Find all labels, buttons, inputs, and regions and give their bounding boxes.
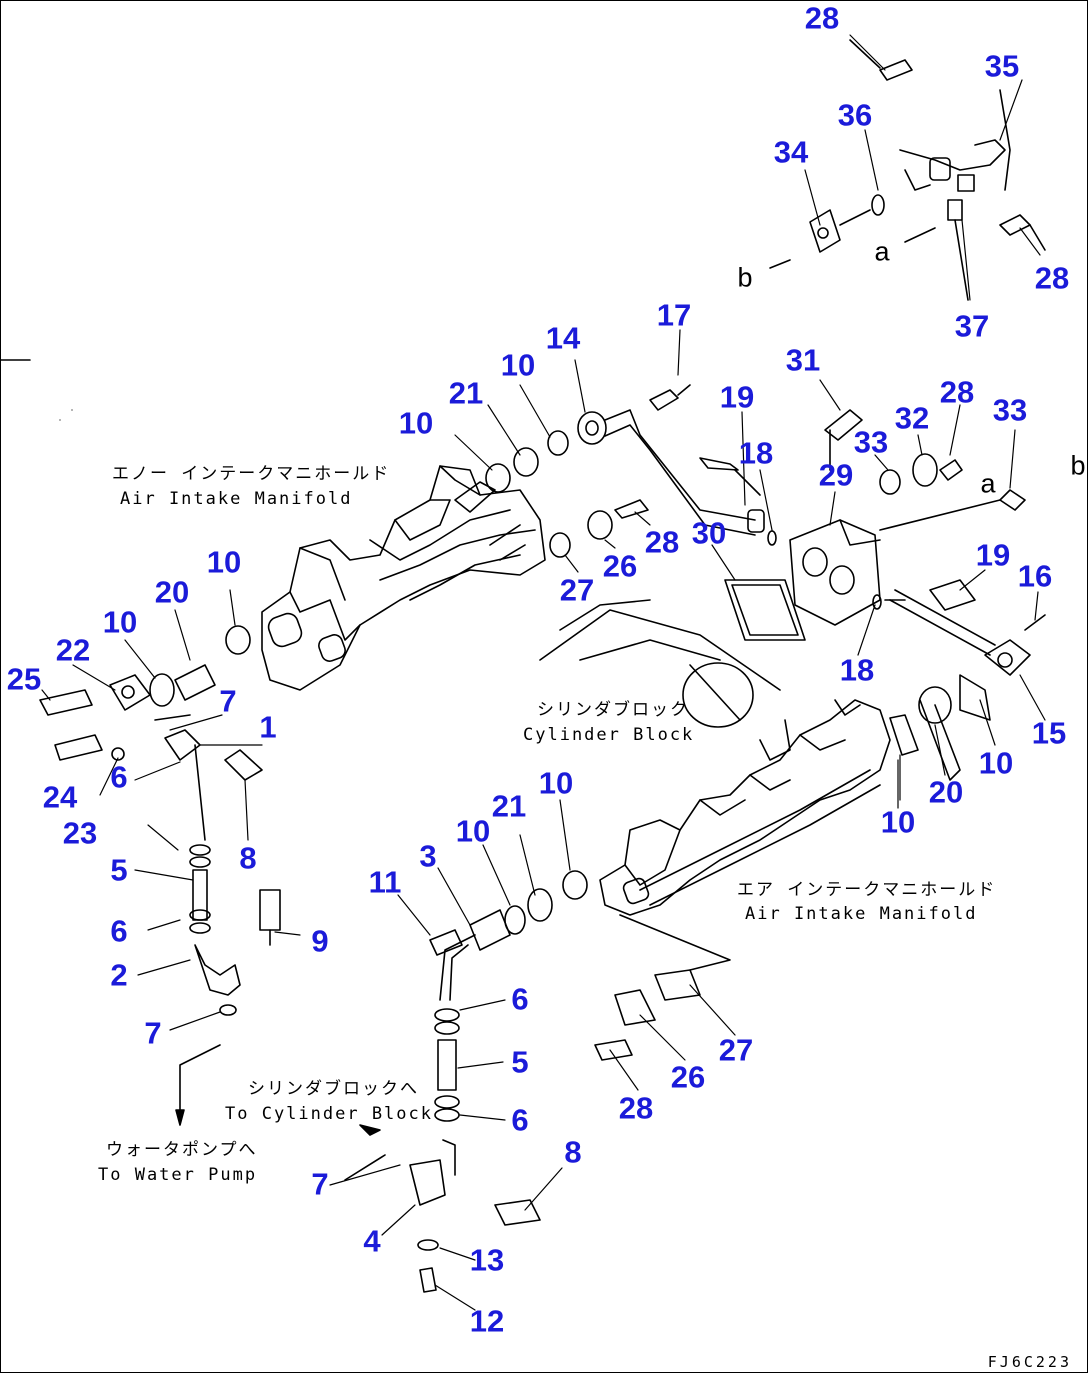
part-number-6: 6 (511, 1102, 529, 1138)
part-number-28: 28 (618, 1090, 654, 1126)
part-number-7: 7 (144, 1015, 162, 1051)
part-number-17: 17 (656, 297, 692, 333)
part-number-25: 25 (6, 661, 42, 697)
part-number-33: 33 (853, 424, 889, 460)
part-number-19: 19 (719, 379, 755, 415)
label-to-cylinder-block-jp: シリンダブロックへ (248, 1079, 419, 1099)
part-number-27: 27 (718, 1032, 754, 1068)
part-number-24: 24 (42, 779, 78, 815)
lower-water-line (344, 870, 731, 1293)
right-air-intake-manifold (599, 699, 891, 916)
part-number-36: 36 (837, 97, 873, 133)
part-number-8: 8 (564, 1134, 582, 1170)
part-number-10: 10 (500, 347, 536, 383)
part-number-32: 32 (894, 400, 930, 436)
label-to-water-pump-jp: ウォータポンプへ (106, 1140, 258, 1160)
part-number-19: 19 (975, 537, 1011, 573)
part-number-10: 10 (206, 544, 242, 580)
part-number-21: 21 (448, 375, 484, 411)
part-number-28: 28 (1034, 260, 1070, 296)
label-left-manifold-en: Air Intake Manifold (120, 489, 353, 509)
part-number-1: 1 (259, 709, 277, 745)
part-number-27: 27 (559, 572, 595, 608)
part-number-11: 11 (368, 864, 402, 900)
flange-block (724, 409, 1026, 641)
left-air-intake-manifold (261, 465, 546, 691)
part-number-23: 23 (62, 815, 98, 851)
label-cylinder-block-en: Cylinder Block (523, 725, 695, 745)
label-cylinder-block-jp: シリンダブロック (537, 700, 689, 720)
part-number-20: 20 (154, 574, 190, 610)
label-right-manifold-en: Air Intake Manifold (745, 904, 978, 924)
part-number-14: 14 (545, 320, 581, 356)
part-number-10: 10 (102, 604, 138, 640)
part-number-10: 10 (880, 804, 916, 840)
part-number-12: 12 (469, 1303, 505, 1339)
part-number-10: 10 (398, 405, 434, 441)
label-right-manifold-jp: エア インテークマニホールド (737, 880, 997, 900)
part-number-6: 6 (110, 913, 128, 949)
part-number-3: 3 (419, 838, 437, 874)
part-number-26: 26 (602, 548, 638, 584)
part-number-18: 18 (839, 652, 875, 688)
part-number-28: 28 (644, 524, 680, 560)
part-number-13: 13 (469, 1242, 505, 1278)
connector-b-right: b (1070, 450, 1086, 481)
part-number-30: 30 (691, 515, 727, 551)
label-left-manifold-jp: エノー インテークマニホールド (112, 464, 391, 484)
part-number-10: 10 (978, 745, 1014, 781)
part-number-21: 21 (491, 788, 527, 824)
part-number-33: 33 (992, 392, 1028, 428)
part-number-22: 22 (55, 632, 91, 668)
part-number-18: 18 (738, 435, 774, 471)
part-number-26: 26 (670, 1059, 706, 1095)
part-number-28: 28 (939, 374, 975, 410)
part-number-31: 31 (785, 342, 821, 378)
part-number-10: 10 (538, 765, 574, 801)
figure-code: FJ6C223 (987, 1353, 1072, 1371)
part-number-8: 8 (239, 840, 257, 876)
part-number-5: 5 (511, 1044, 529, 1080)
part-number-2: 2 (110, 957, 128, 993)
tube-assembly-upper (485, 384, 777, 558)
label-to-cylinder-block-en: To Cylinder Block (225, 1104, 433, 1124)
connector-a-right: a (980, 468, 996, 499)
part-number-28: 28 (804, 0, 840, 36)
part-number-5: 5 (110, 852, 128, 888)
part-number-10: 10 (455, 813, 491, 849)
part-number-37: 37 (954, 308, 990, 344)
part-number-15: 15 (1031, 715, 1067, 751)
connector-a-top: a (874, 236, 890, 267)
leader-lines (41, 34, 1046, 1311)
tube-assembly-right (872, 579, 1046, 781)
part-number-7: 7 (311, 1166, 329, 1202)
part-number-6: 6 (110, 759, 128, 795)
part-number-34: 34 (773, 134, 809, 170)
part-number-9: 9 (311, 923, 329, 959)
part-number-20: 20 (928, 774, 964, 810)
upper-right-sensor-group (769, 39, 1046, 301)
connector-b-top: b (737, 262, 753, 293)
part-number-6: 6 (511, 981, 529, 1017)
part-number-29: 29 (818, 457, 854, 493)
part-number-4: 4 (363, 1223, 381, 1259)
part-number-35: 35 (984, 48, 1020, 84)
part-number-7: 7 (219, 683, 237, 719)
cylinder-block (539, 599, 781, 728)
part-number-16: 16 (1017, 558, 1053, 594)
label-to-water-pump-en: To Water Pump (98, 1165, 258, 1185)
